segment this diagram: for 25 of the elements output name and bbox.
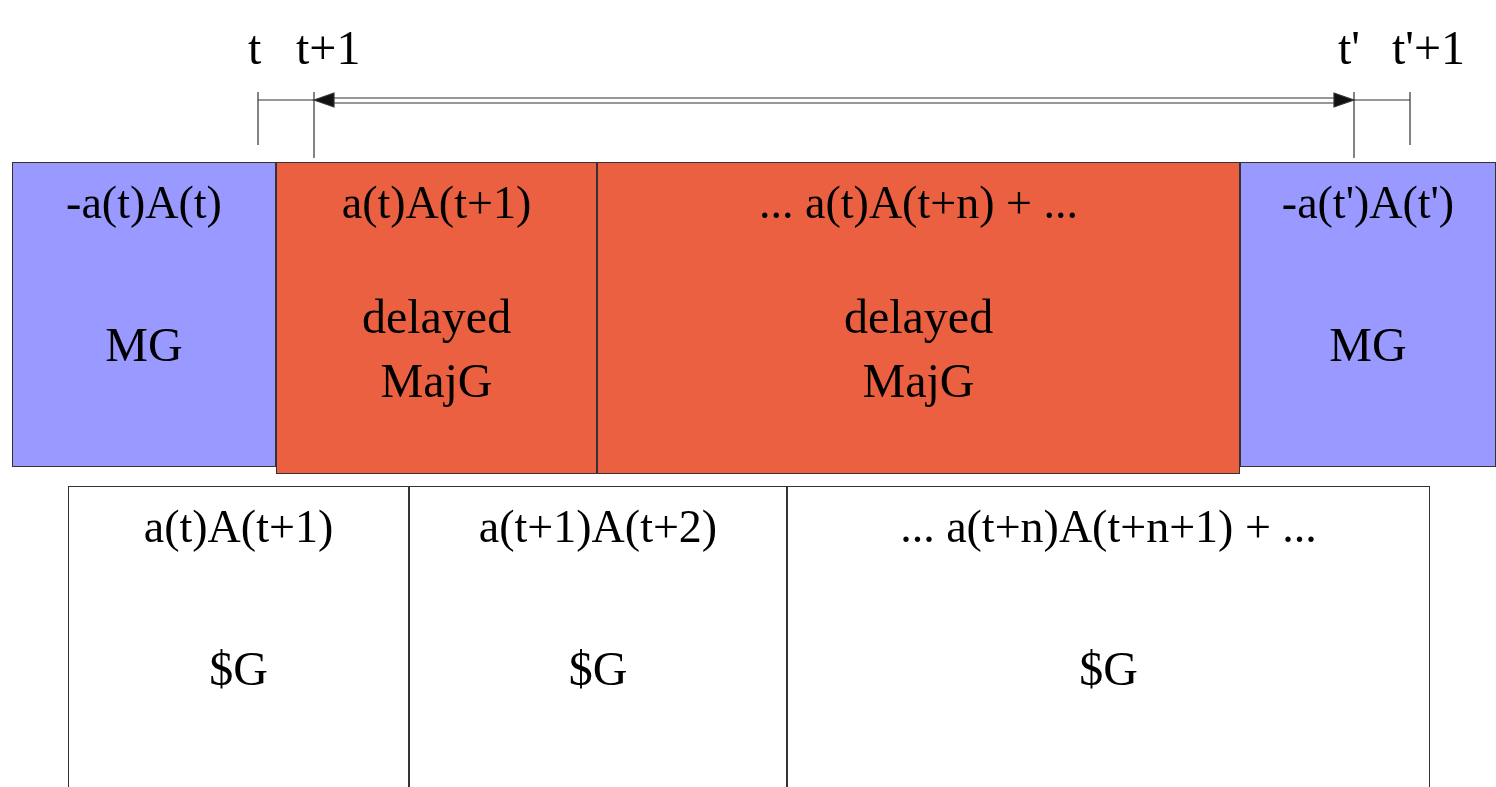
formula-text: a(t+1)A(t+2) [477,501,719,553]
block-label: MG [105,317,183,373]
mg-block [1240,162,1496,467]
block-label: $G [568,641,628,697]
dollar-g-block [409,486,787,787]
dollar-g-block [787,486,1430,787]
block-label: $G [209,641,268,697]
time-label: t'+1 [1392,22,1466,74]
block-label: delayed MajG [842,289,995,409]
time-label: t' [1338,22,1360,74]
formula-text: ... a(t+n)A(t+n+1) + ... [899,501,1318,553]
formula-text: -a(t')A(t') [1280,177,1456,229]
formula-text: ... a(t)A(t+n) + ... [758,177,1079,229]
formula-text: -a(t)A(t) [65,177,223,229]
block-label: MG [1329,317,1407,373]
formula-text: a(t)A(t+1) [142,501,335,553]
block-label: $G [1079,641,1138,697]
dollar-g-block [68,486,409,787]
time-label: t [248,22,262,74]
formula-text: a(t)A(t+1) [340,177,533,229]
time-label: t+1 [296,22,361,74]
delayed-majg-block [597,162,1240,474]
mg-block [12,162,276,467]
block-label: delayed MajG [360,289,513,409]
delayed-majg-block [276,162,597,474]
